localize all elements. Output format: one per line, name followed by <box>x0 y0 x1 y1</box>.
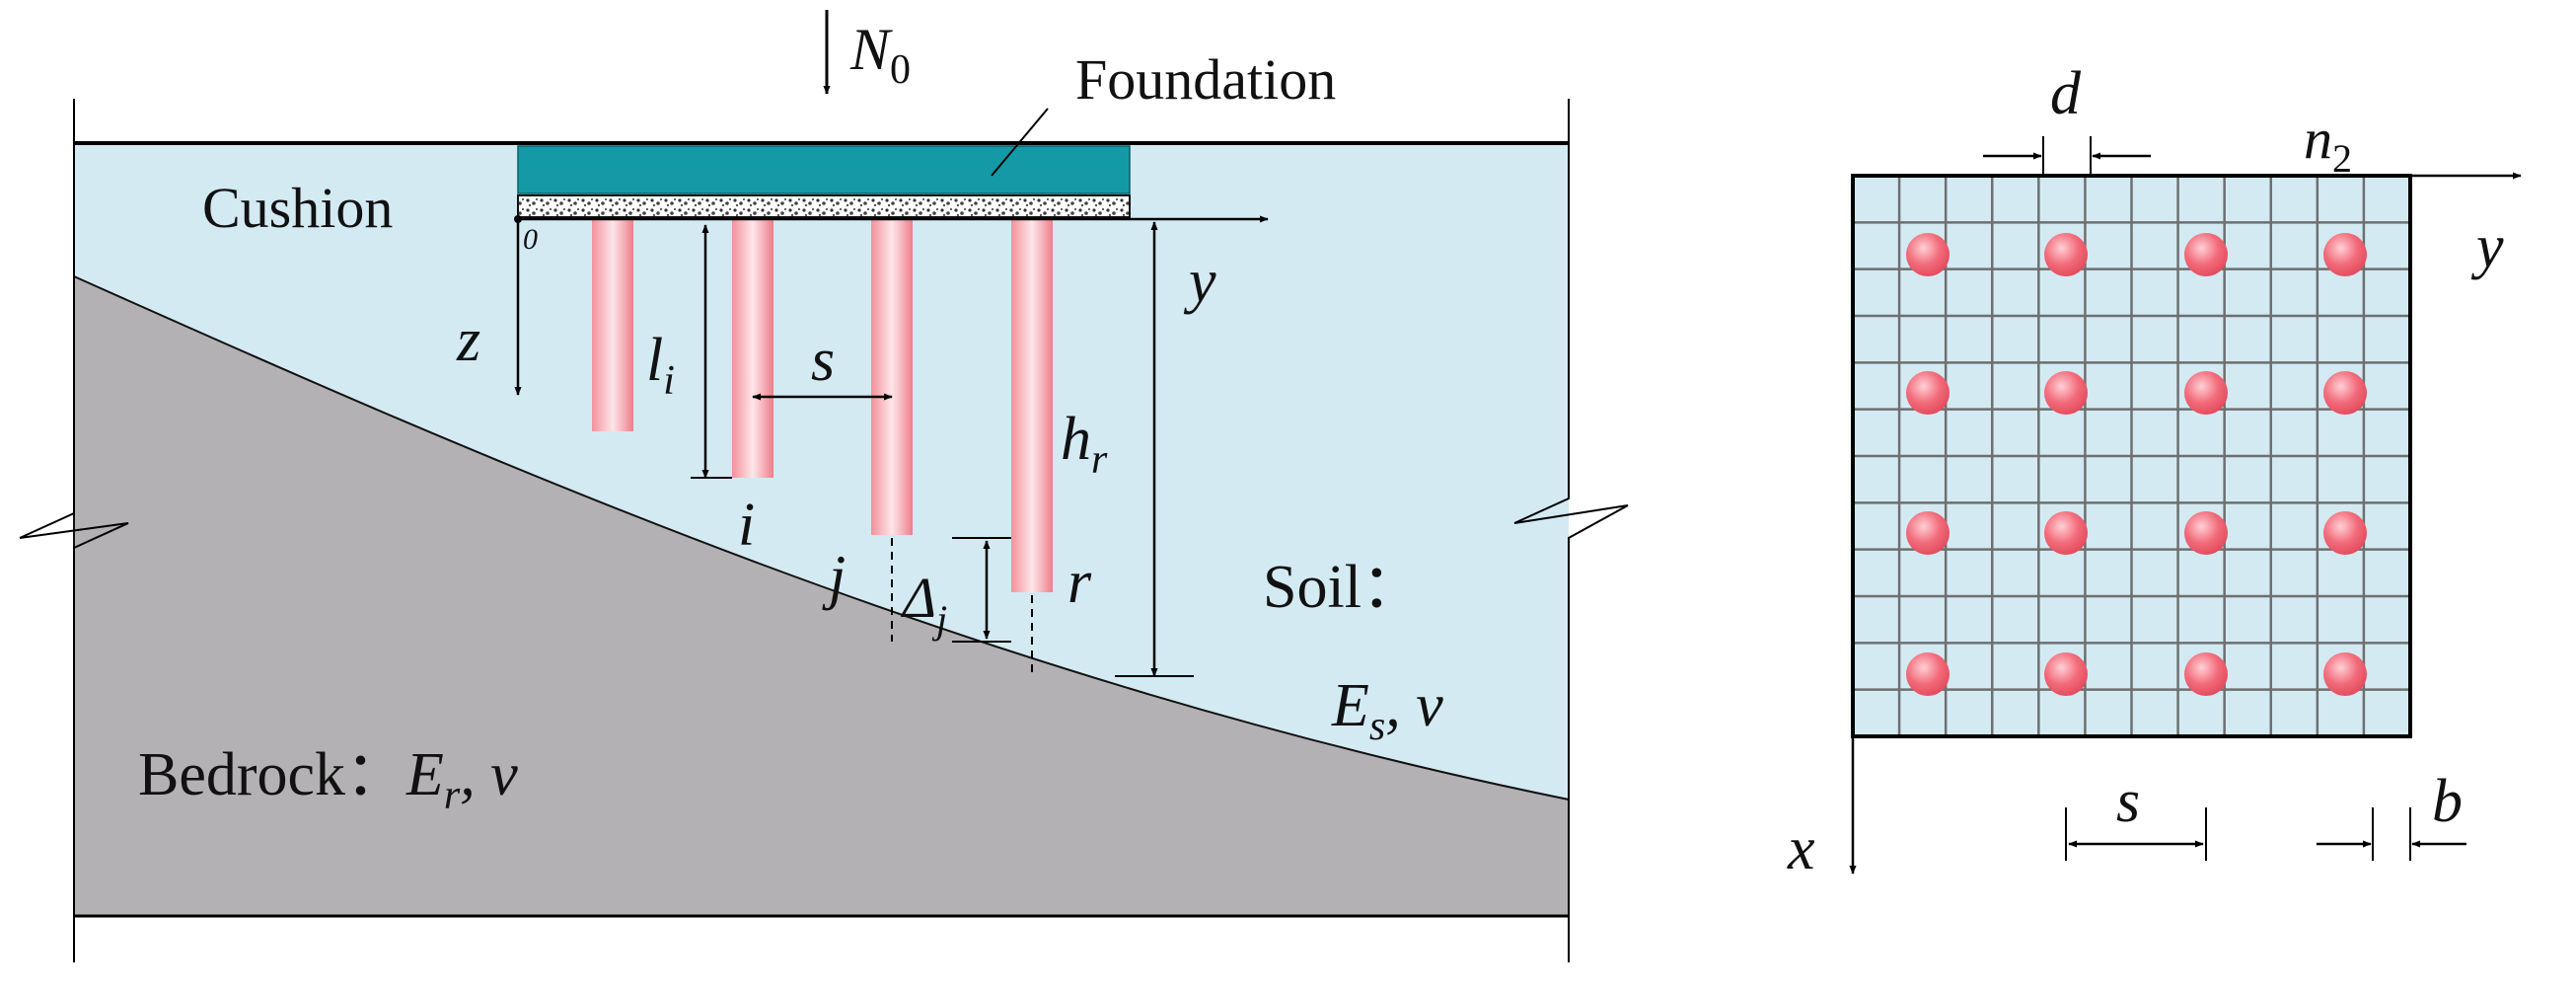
plan-pile <box>2184 652 2228 696</box>
plan-pile <box>2184 371 2228 415</box>
bedrock-layer <box>73 274 1570 917</box>
soil-title: Soil： <box>1263 554 1423 621</box>
pile-r <box>1011 219 1053 592</box>
plan-pile <box>1906 233 1950 276</box>
pile-r-label: r <box>1067 549 1092 616</box>
right-panel: y x d n2 s b <box>1787 60 2522 882</box>
pile-i-label: i <box>738 492 755 559</box>
plan-pile <box>1906 511 1950 555</box>
plan-spacing-label: s <box>2116 768 2140 835</box>
plan-grid <box>1853 176 2410 736</box>
foundation-label: Foundation <box>1075 47 1336 112</box>
plan-x-axis-label: x <box>1787 815 1815 882</box>
left-panel: N0 Foundation Cushion 0 y z li s hr i j … <box>19 10 1629 962</box>
plan-piles <box>1906 233 2367 696</box>
plan-pile <box>2323 652 2367 696</box>
soil-properties: Es, ν <box>1331 672 1443 749</box>
plan-pile <box>2323 511 2367 555</box>
plan-pile <box>2044 233 2088 276</box>
pile-1 <box>592 219 633 431</box>
pile-i <box>732 219 773 478</box>
plan-pile <box>2044 511 2088 555</box>
plan-pile <box>2323 371 2367 415</box>
load-label: N0 <box>849 17 911 93</box>
left-border <box>19 99 129 962</box>
plan-pile <box>2184 233 2228 276</box>
diameter-label: d <box>2050 60 2082 127</box>
cushion-label: Cushion <box>202 176 393 240</box>
cushion-layer <box>517 194 1131 218</box>
rock-depth-label: hr <box>1061 406 1108 483</box>
plan-y-axis-label: y <box>2470 213 2504 280</box>
gap-label: Δj <box>901 566 947 642</box>
plan-pile <box>2184 511 2228 555</box>
pile-j <box>871 219 913 535</box>
z-axis-label: z <box>456 307 480 374</box>
pile-length-label: li <box>646 327 675 404</box>
count-label: n2 <box>2304 107 2352 181</box>
plan-pile <box>1906 652 1950 696</box>
right-border <box>1513 99 1629 962</box>
y-axis-label: y <box>1183 248 1216 315</box>
plan-pile <box>2323 233 2367 276</box>
origin-label: 0 <box>523 223 538 256</box>
foundation-leader <box>991 108 1049 177</box>
grid-size-label: b <box>2432 768 2463 835</box>
pile-spacing-label: s <box>811 327 835 394</box>
plan-pile <box>1906 371 1950 415</box>
plan-pile <box>2044 371 2088 415</box>
bedrock-label: Bedrock：Er, ν <box>138 741 518 818</box>
plan-pile <box>2044 652 2088 696</box>
foundation-slab <box>517 145 1131 194</box>
